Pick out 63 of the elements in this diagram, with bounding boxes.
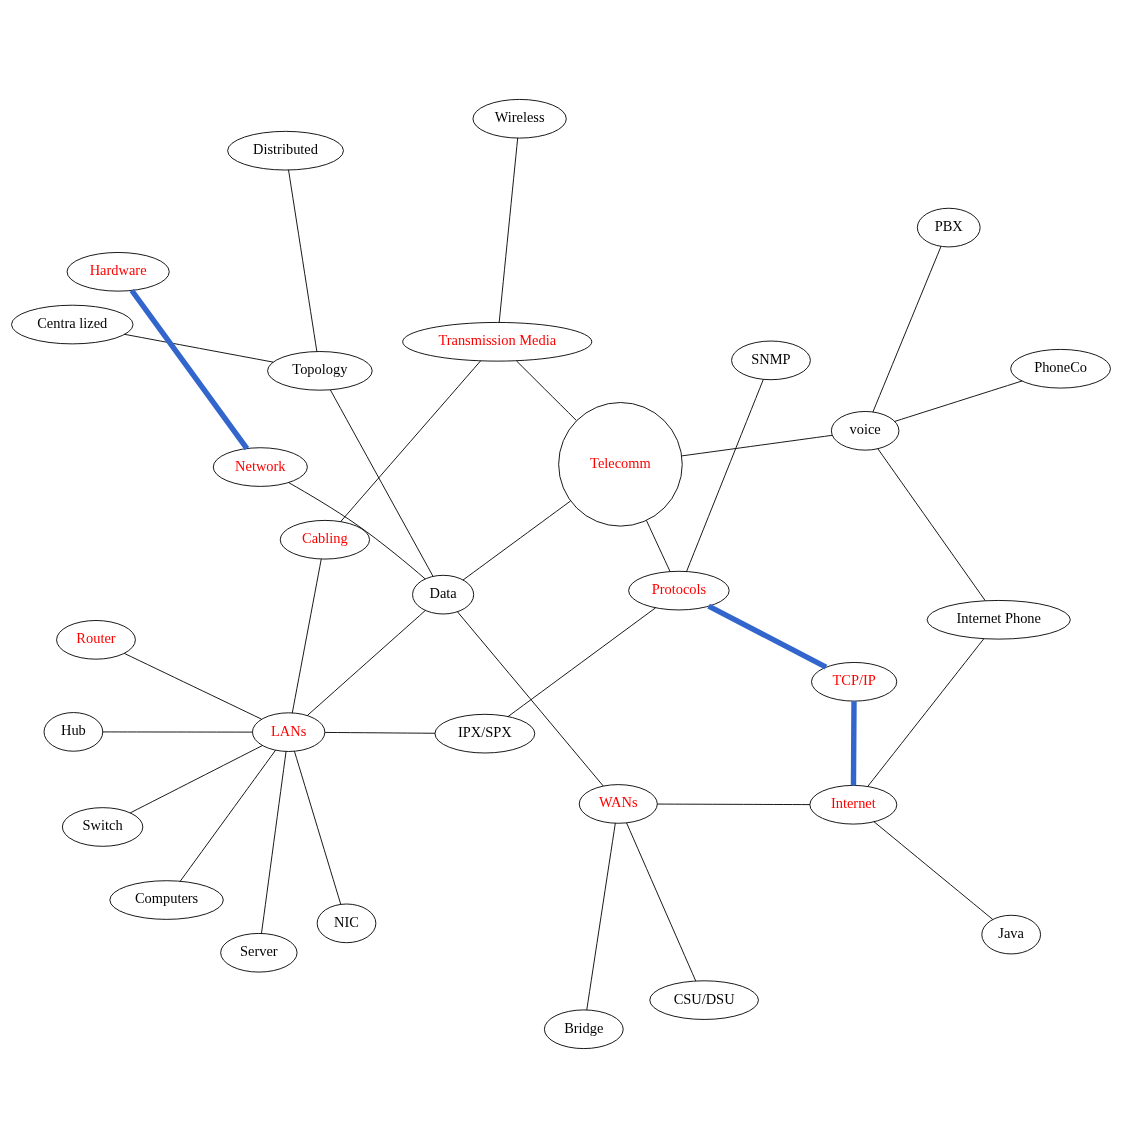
- connector: [657, 803, 811, 805]
- node-ellipse: Switch: [61, 806, 144, 847]
- connector: [515, 359, 577, 421]
- connector: [507, 606, 656, 717]
- node-ellipse: Distributed: [227, 130, 344, 170]
- connector: [329, 389, 434, 577]
- node-ellipse: voice: [830, 410, 900, 451]
- node-ellipse: CSU/DSU: [649, 979, 759, 1020]
- node-ellipse: Transmission Media: [402, 321, 593, 362]
- connector: [867, 637, 985, 787]
- node-ellipse: WANs: [578, 783, 658, 824]
- connector: [123, 652, 262, 720]
- connector: [877, 447, 986, 601]
- connector: [462, 500, 572, 580]
- connector: [124, 333, 274, 363]
- node-ellipse: Wireless: [472, 98, 567, 139]
- node-ellipse: PBX: [916, 207, 981, 247]
- connector: [288, 168, 318, 352]
- connector: [129, 288, 250, 450]
- node-ellipse: TCP/IP: [811, 661, 898, 702]
- connector: [873, 820, 994, 920]
- connector: [324, 731, 436, 734]
- node-ellipse: Internet Phone: [926, 599, 1071, 640]
- node-ellipse: Data: [412, 574, 475, 614]
- connector: [102, 730, 253, 733]
- connector: [291, 558, 322, 713]
- node-ellipse: Topology: [267, 350, 373, 391]
- connector: [626, 821, 697, 981]
- node-ellipse: Protocols: [628, 570, 730, 610]
- connector: [586, 822, 616, 1010]
- connector: [129, 744, 263, 813]
- connector: [645, 519, 671, 572]
- node-ellipse: Server: [220, 932, 298, 973]
- connector: [850, 700, 857, 786]
- node-ellipse: Centra lized: [11, 304, 134, 344]
- node-ellipse: Router: [56, 619, 136, 660]
- node-ellipse: Hub: [43, 711, 104, 752]
- node-ellipse: Cabling: [279, 519, 370, 560]
- node-ellipse: Hardware: [66, 251, 170, 292]
- connector: [340, 359, 482, 522]
- connector: [498, 137, 519, 323]
- node-ellipse: Bridge: [543, 1008, 624, 1049]
- node-ellipse: Java: [981, 914, 1041, 954]
- connector: [261, 750, 287, 934]
- connector: [707, 603, 828, 670]
- node-circle: Telecomm: [558, 401, 683, 527]
- connector: [686, 378, 764, 572]
- connector: [894, 380, 1023, 422]
- connector: [681, 434, 833, 456]
- node-ellipse: SNMP: [731, 340, 811, 380]
- node-ellipse: PhoneCo: [1010, 348, 1111, 389]
- connector: [306, 609, 426, 716]
- node-ellipse: NIC: [316, 903, 377, 943]
- node-ellipse: Network: [212, 446, 308, 487]
- node-ellipse: Computers: [109, 879, 224, 920]
- connector: [457, 610, 604, 787]
- connector: [872, 245, 942, 413]
- connector: [288, 481, 426, 579]
- node-ellipse: IPX/SPX: [434, 713, 536, 753]
- node-ellipse: Internet: [809, 784, 898, 825]
- node-ellipse: LANs: [252, 711, 326, 752]
- connector: [179, 749, 277, 882]
- connector: [293, 750, 342, 905]
